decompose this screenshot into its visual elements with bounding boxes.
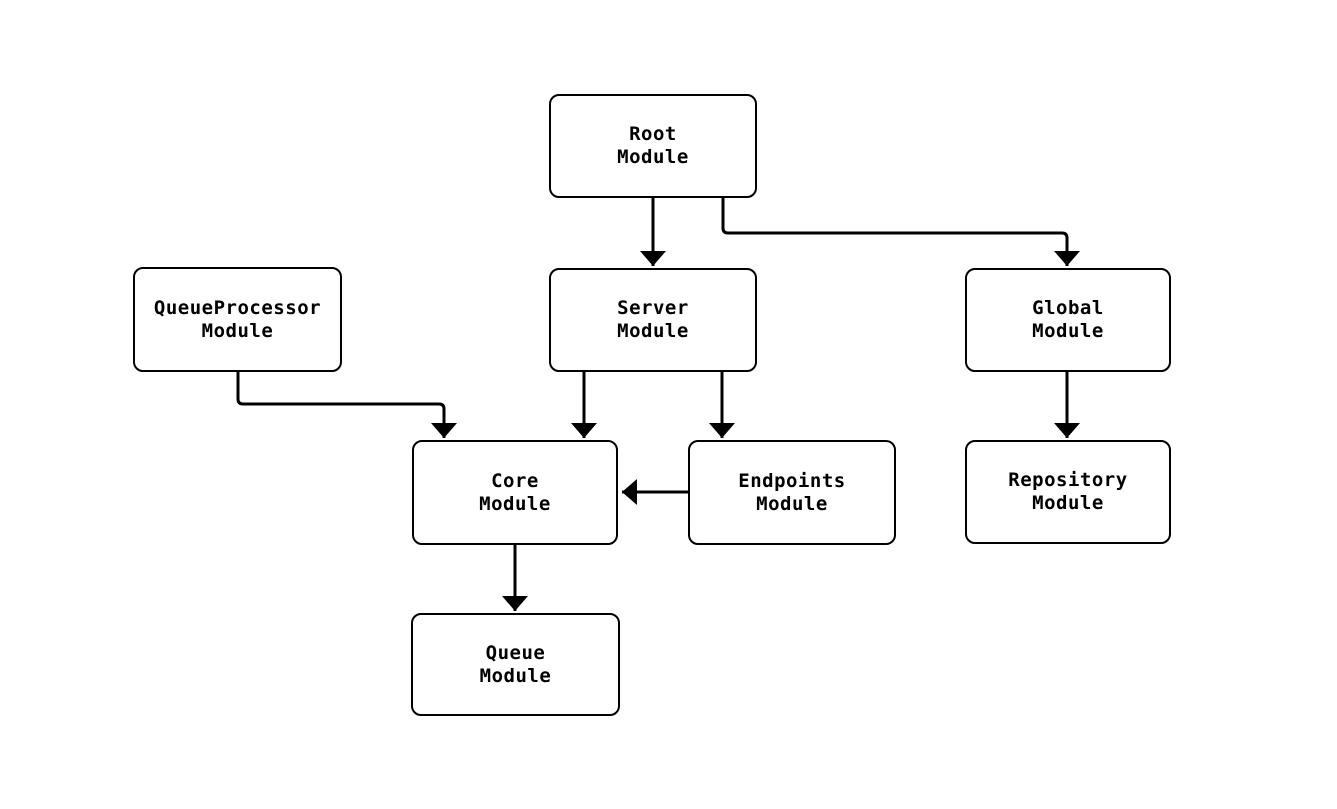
node-label-line: Module	[479, 664, 552, 687]
node-label-line: Global	[1032, 297, 1104, 319]
node-label-line: Module	[1032, 492, 1104, 514]
node-label-line: Module	[617, 320, 689, 342]
edge-root-to-global	[721, 198, 1080, 266]
node-root-module: Root Module	[549, 94, 757, 198]
node-label-line: Queue	[485, 641, 546, 664]
node-repository-module: Repository Module	[965, 440, 1171, 544]
node-label-line: Repository	[1008, 469, 1128, 491]
node-queueprocessor-module: QueueProcessor Module	[133, 267, 342, 372]
edge-queueprocessor-to-core	[236, 372, 457, 438]
node-label-line: Module	[617, 146, 689, 168]
node-global-module: Global Module	[965, 268, 1171, 372]
node-endpoints-module: Endpoints Module	[688, 440, 896, 545]
node-label-line: Module	[201, 319, 274, 342]
node-label-line: QueueProcessor	[153, 296, 322, 319]
node-label-line: Endpoints	[738, 469, 846, 492]
node-label-line: Module	[1032, 320, 1104, 342]
node-server-module: Server Module	[549, 268, 757, 372]
node-label-line: Module	[479, 492, 551, 515]
node-queue-module: Queue Module	[411, 613, 620, 716]
node-label-line: Core	[491, 469, 539, 492]
node-label-line: Server	[617, 297, 689, 319]
node-core-module: Core Module	[412, 440, 618, 545]
node-label-line: Module	[756, 492, 828, 515]
node-label-line: Root	[629, 123, 677, 145]
